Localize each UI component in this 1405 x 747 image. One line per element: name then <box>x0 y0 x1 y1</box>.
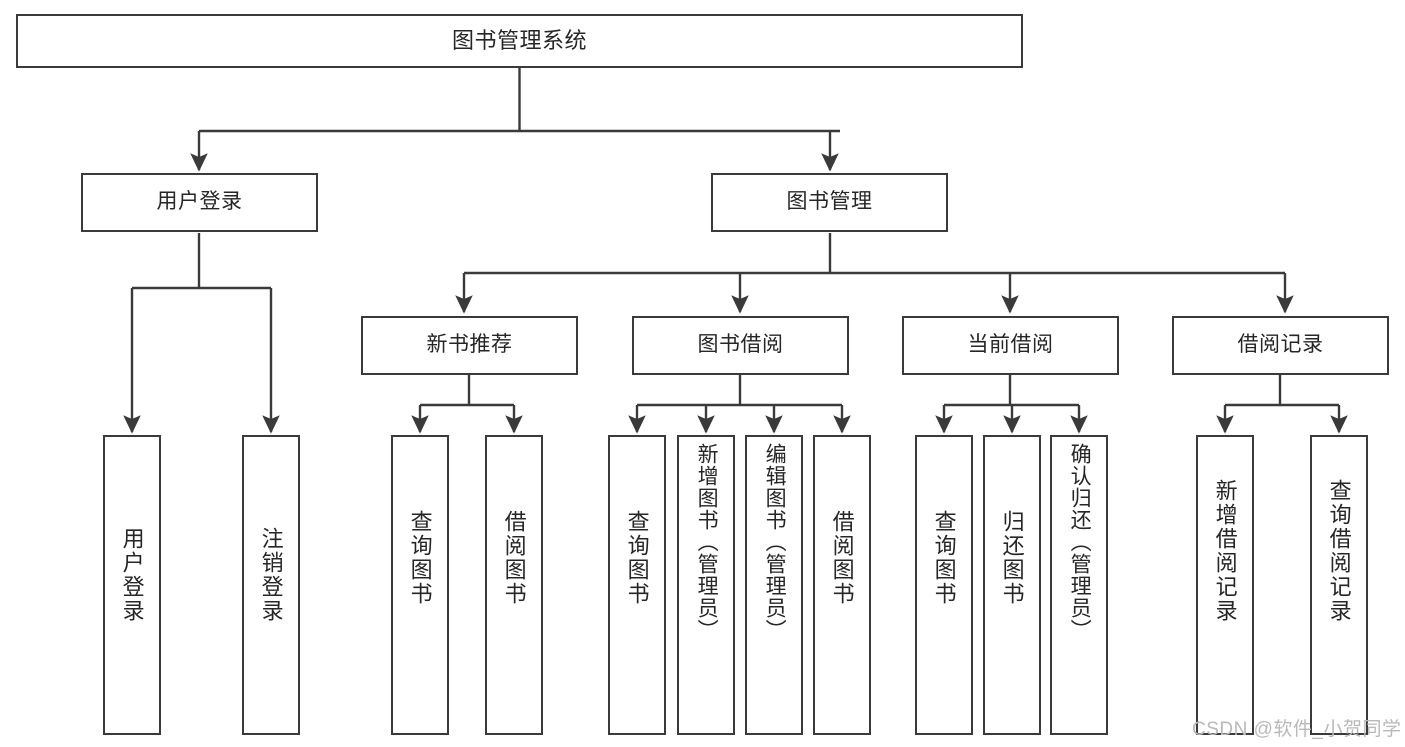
leaf-user-login-login[interactable]: 用户登录 <box>103 435 161 735</box>
leaf-book-borrow-borrow-book[interactable]: 借阅图书 <box>813 435 871 735</box>
node-new-book-recommend[interactable]: 新书推荐 <box>361 316 578 375</box>
leaf-book-borrow-add-book-admin[interactable]: 新增图书（管理员） <box>677 435 735 735</box>
leaf-current-borrow-return-book[interactable]: 归还图书 <box>983 435 1041 735</box>
node-label: 新增借阅记录 <box>1212 479 1238 623</box>
node-root-book-management-system[interactable]: 图书管理系统 <box>16 14 1023 68</box>
leaf-borrow-record-add-record[interactable]: 新增借阅记录 <box>1196 435 1254 735</box>
node-label: 用户登录 <box>119 527 145 623</box>
node-label: 当前借阅 <box>967 333 1054 357</box>
csdn-watermark: CSDN @软件_小贺同学 <box>1192 719 1402 740</box>
leaf-current-borrow-query-book[interactable]: 查询图书 <box>915 435 973 735</box>
leaf-book-borrow-query-book[interactable]: 查询图书 <box>608 435 666 735</box>
node-label: 查询图书 <box>407 510 433 606</box>
node-book-borrow[interactable]: 图书借阅 <box>632 316 849 375</box>
node-label: 借阅图书 <box>829 510 855 606</box>
node-label: 查询图书 <box>624 510 650 606</box>
leaf-current-borrow-confirm-return-admin[interactable]: 确认归还（管理员） <box>1050 435 1108 735</box>
node-current-borrow[interactable]: 当前借阅 <box>902 316 1119 375</box>
node-label: 编辑图书（管理员） <box>763 443 787 641</box>
node-label: 图书管理系统 <box>451 28 587 54</box>
leaf-new-book-borrow-book[interactable]: 借阅图书 <box>485 435 543 735</box>
node-label: 查询借阅记录 <box>1326 479 1352 623</box>
node-label: 注销登录 <box>258 527 284 623</box>
node-label: 确认归还（管理员） <box>1068 443 1092 641</box>
leaf-borrow-record-query-record[interactable]: 查询借阅记录 <box>1310 435 1368 735</box>
node-label: 图书管理 <box>786 190 873 214</box>
node-label: 查询图书 <box>931 510 957 606</box>
node-user-login[interactable]: 用户登录 <box>81 173 318 232</box>
node-book-management[interactable]: 图书管理 <box>711 173 948 232</box>
leaf-new-book-query-book[interactable]: 查询图书 <box>391 435 449 735</box>
node-label: 借阅图书 <box>501 510 527 606</box>
node-label: 图书借阅 <box>697 333 784 357</box>
node-label: 借阅记录 <box>1237 333 1324 357</box>
node-label: 用户登录 <box>156 190 243 214</box>
node-label: 归还图书 <box>999 510 1025 606</box>
leaf-user-login-logout[interactable]: 注销登录 <box>242 435 300 735</box>
node-borrow-record[interactable]: 借阅记录 <box>1172 316 1389 375</box>
node-label: 新书推荐 <box>426 333 513 357</box>
leaf-book-borrow-edit-book-admin[interactable]: 编辑图书（管理员） <box>745 435 803 735</box>
node-label: 新增图书（管理员） <box>695 443 719 641</box>
